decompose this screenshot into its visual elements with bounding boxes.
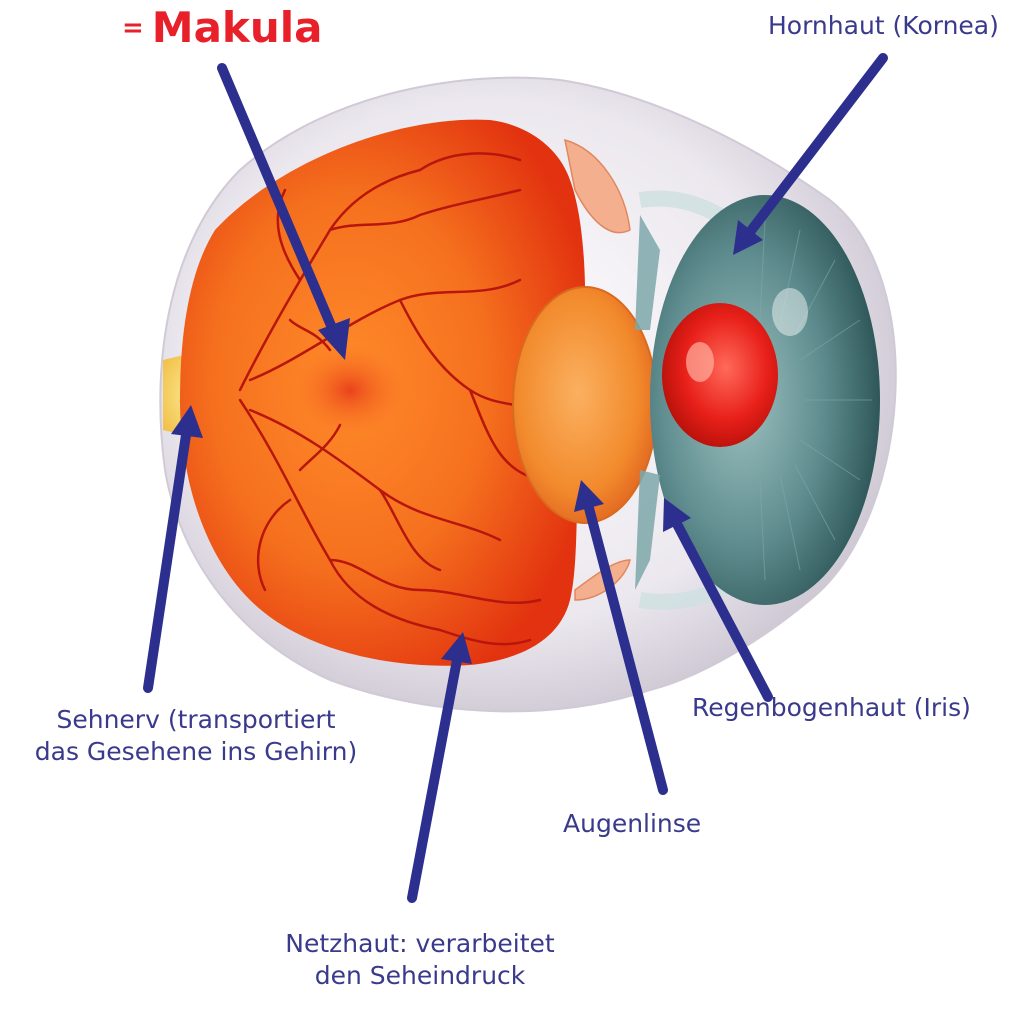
makula-label: Makula <box>152 3 323 52</box>
optic-nerve-label: Sehnerv (transportiert das Gesehene ins … <box>0 704 392 768</box>
optic-nerve-label-line1: Sehnerv (transportiert <box>0 704 392 736</box>
lens-label: Augenlinse <box>563 808 701 840</box>
cornea-label: Hornhaut (Kornea) <box>768 10 999 42</box>
retina-label-line2: den Seheindruck <box>220 960 620 992</box>
macula-spot <box>295 345 405 435</box>
retina-label: Netzhaut: verarbeitet den Seheindruck <box>220 928 620 992</box>
equals-sign: = <box>122 13 144 43</box>
retina-label-line1: Netzhaut: verarbeitet <box>220 928 620 960</box>
makula-title: = Makula <box>122 3 323 52</box>
iris-label: Regenbogenhaut (Iris) <box>692 692 971 724</box>
optic-nerve-label-line2: das Gesehene ins Gehirn) <box>0 736 392 768</box>
